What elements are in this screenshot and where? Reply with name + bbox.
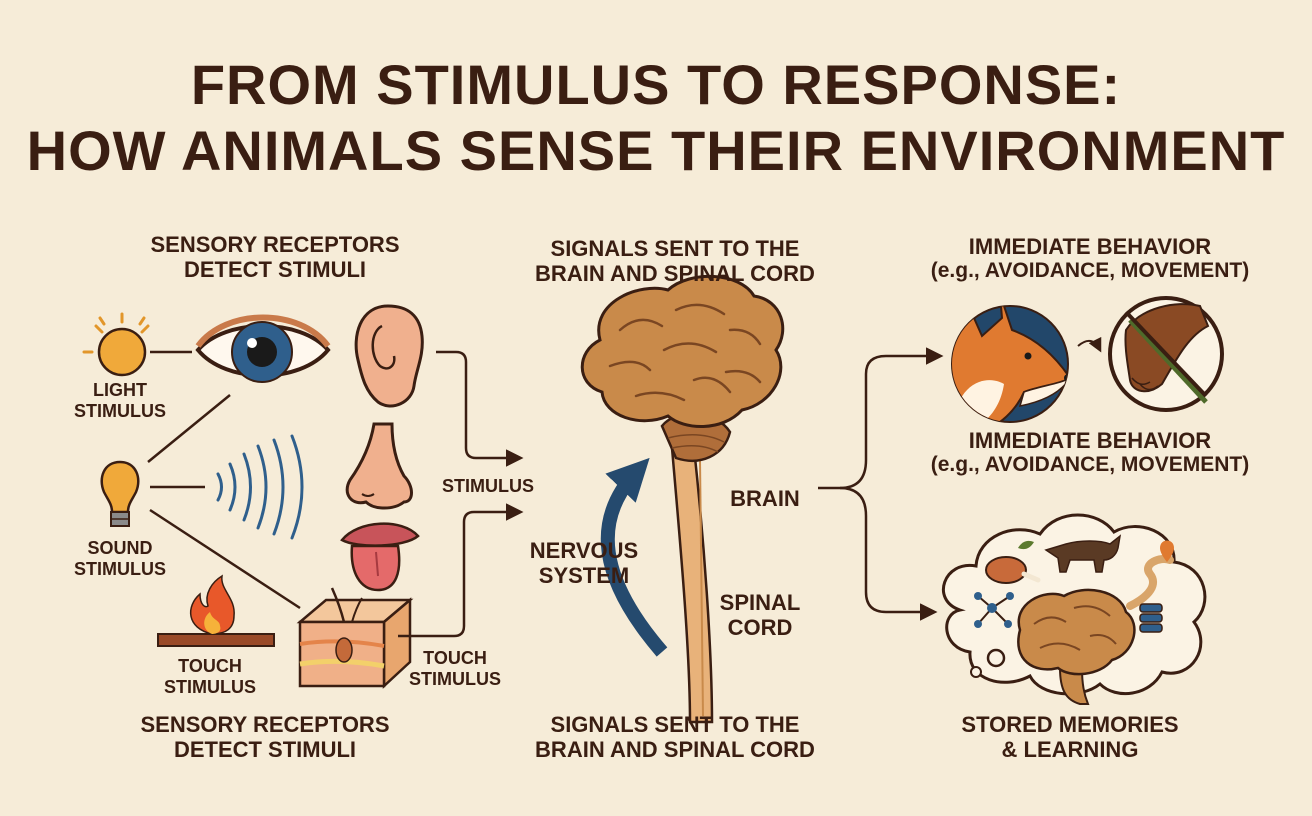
memory-line-2: & LEARNING xyxy=(1001,737,1139,762)
nervous-system-line-2: SYSTEM xyxy=(538,563,630,588)
light-stimulus-label: LIGHT STIMULUS xyxy=(60,380,180,422)
stimulus-arrow-label: STIMULUS xyxy=(442,476,534,496)
signals-heading-top-line-1: SIGNALS SENT TO THE xyxy=(550,236,800,261)
signals-heading-top: SIGNALS SENT TO THE BRAIN AND SPINAL COR… xyxy=(510,236,840,286)
memory-label: STORED MEMORIES & LEARNING xyxy=(940,712,1200,762)
receptors-heading-top-line-1: SENSORY RECEPTORS xyxy=(150,232,400,257)
signals-heading-bottom-line-1: SIGNALS SENT TO THE xyxy=(550,712,800,737)
sound-stimulus-label: SOUND STIMULUS xyxy=(60,538,180,580)
signal-arrows xyxy=(398,350,524,638)
sound-stimulus-line-1: SOUND xyxy=(87,538,153,558)
behavior-top: IMMEDIATE BEHAVIOR (e.g., AVOIDANCE, MOV… xyxy=(930,234,1250,283)
page-title: FROM STIMULUS TO RESPONSE: HOW ANIMALS S… xyxy=(0,52,1312,184)
behavior-mid-title: IMMEDIATE BEHAVIOR xyxy=(968,428,1212,453)
touch-arrow-line-1: TOUCH xyxy=(423,648,487,668)
eye-icon xyxy=(195,314,331,383)
nose-icon xyxy=(345,422,413,510)
nervous-system-label: NERVOUS SYSTEM xyxy=(524,538,644,588)
spinal-cord-line-1: SPINAL xyxy=(719,590,801,615)
receptors-heading-bottom: SENSORY RECEPTORS DETECT STIMULI xyxy=(120,712,410,762)
sound-stimulus-line-2: STIMULUS xyxy=(74,559,166,579)
brain-icon xyxy=(580,274,785,724)
title-line-1: FROM STIMULUS TO RESPONSE: xyxy=(190,53,1122,116)
memory-cloud-icon xyxy=(941,513,1207,705)
behavior-top-detail: (e.g., AVOIDANCE, MOVEMENT) xyxy=(930,259,1250,282)
light-stimulus-line-1: LIGHT xyxy=(93,380,147,400)
title-line-2: HOW ANIMALS SENSE THEIR ENVIRONMENT xyxy=(26,119,1286,182)
memory-line-1: STORED MEMORIES xyxy=(961,712,1179,737)
behavior-mid-detail: (e.g., AVOIDANCE, MOVEMENT) xyxy=(930,453,1250,476)
brain-label: BRAIN xyxy=(730,486,800,511)
receptors-heading-bottom-line-1: SENSORY RECEPTORS xyxy=(140,712,390,737)
nervous-system-arrow xyxy=(600,457,668,657)
light-bulb-icon xyxy=(100,460,140,527)
receptors-heading-top: SENSORY RECEPTORS DETECT STIMULI xyxy=(130,232,420,282)
signals-heading-top-line-2: BRAIN AND SPINAL CORD xyxy=(535,261,815,286)
receptors-heading-top-line-2: DETECT STIMULI xyxy=(183,257,367,282)
touch-arrow-line-2: STIMULUS xyxy=(409,669,501,689)
response-arrows xyxy=(818,347,944,621)
sound-waves-icon xyxy=(216,434,304,540)
fox-icon xyxy=(951,305,1069,423)
touch-stimulus-line-2: STIMULUS xyxy=(164,677,256,697)
signals-heading-bottom: SIGNALS SENT TO THE BRAIN AND SPINAL COR… xyxy=(510,712,840,762)
spinal-cord-label: SPINAL CORD xyxy=(710,590,810,640)
behavior-mid: IMMEDIATE BEHAVIOR (e.g., AVOIDANCE, MOV… xyxy=(930,428,1250,477)
motion-arrow-icon xyxy=(1077,336,1102,353)
mouth-tongue-icon xyxy=(340,522,420,592)
spinal-cord-line-2: CORD xyxy=(727,615,793,640)
sun-icon xyxy=(82,312,150,377)
receptors-heading-bottom-line-2: DETECT STIMULI xyxy=(173,737,357,762)
no-touch-paw-icon xyxy=(1108,296,1224,412)
receptor-connectors xyxy=(147,350,301,610)
flame-icon xyxy=(157,574,275,647)
light-stimulus-line-2: STIMULUS xyxy=(74,401,166,421)
touch-arrow-label: TOUCH STIMULUS xyxy=(400,648,510,690)
behavior-top-title: IMMEDIATE BEHAVIOR xyxy=(968,234,1212,259)
touch-stimulus-line-1: TOUCH xyxy=(178,656,242,676)
signals-heading-bottom-line-2: BRAIN AND SPINAL CORD xyxy=(535,737,815,762)
skin-block-icon xyxy=(296,587,414,689)
touch-stimulus-label: TOUCH STIMULUS xyxy=(150,656,270,698)
ear-icon xyxy=(354,304,424,408)
nervous-system-line-1: NERVOUS xyxy=(529,538,639,563)
